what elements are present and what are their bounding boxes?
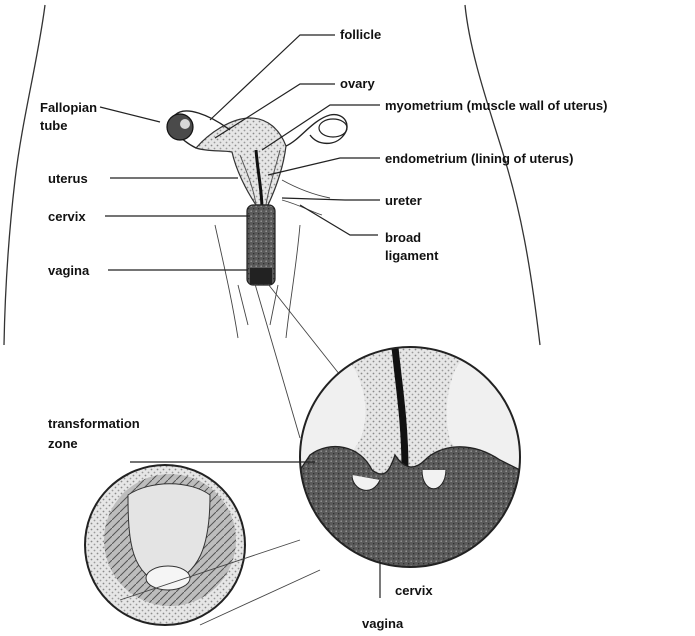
transformation-zone-circle (85, 465, 320, 630)
label-endometrium: endometrium (lining of uterus) (385, 151, 574, 166)
label-follicle: follicle (340, 27, 381, 42)
label-ovary: ovary (340, 76, 375, 91)
label-myometrium: myometrium (muscle wall of uterus) (385, 98, 608, 113)
label-fallopian-1: Fallopian (40, 100, 97, 115)
label-ureter: ureter (385, 193, 422, 208)
label-tz-2: zone (48, 436, 78, 451)
uterus-illustration (167, 111, 347, 325)
label-cervix-bottom: cervix (395, 583, 433, 598)
label-fallopian-2: tube (40, 118, 67, 133)
label-vagina-top: vagina (48, 263, 90, 278)
label-tz-1: transformation (48, 416, 140, 431)
label-uterus: uterus (48, 171, 88, 186)
label-broad-1: broad (385, 230, 421, 245)
label-cervix-top: cervix (48, 209, 86, 224)
label-broad-2: ligament (385, 248, 439, 263)
cervix-magnified-circle (300, 347, 520, 567)
label-vagina-bottom: vagina (362, 616, 404, 631)
